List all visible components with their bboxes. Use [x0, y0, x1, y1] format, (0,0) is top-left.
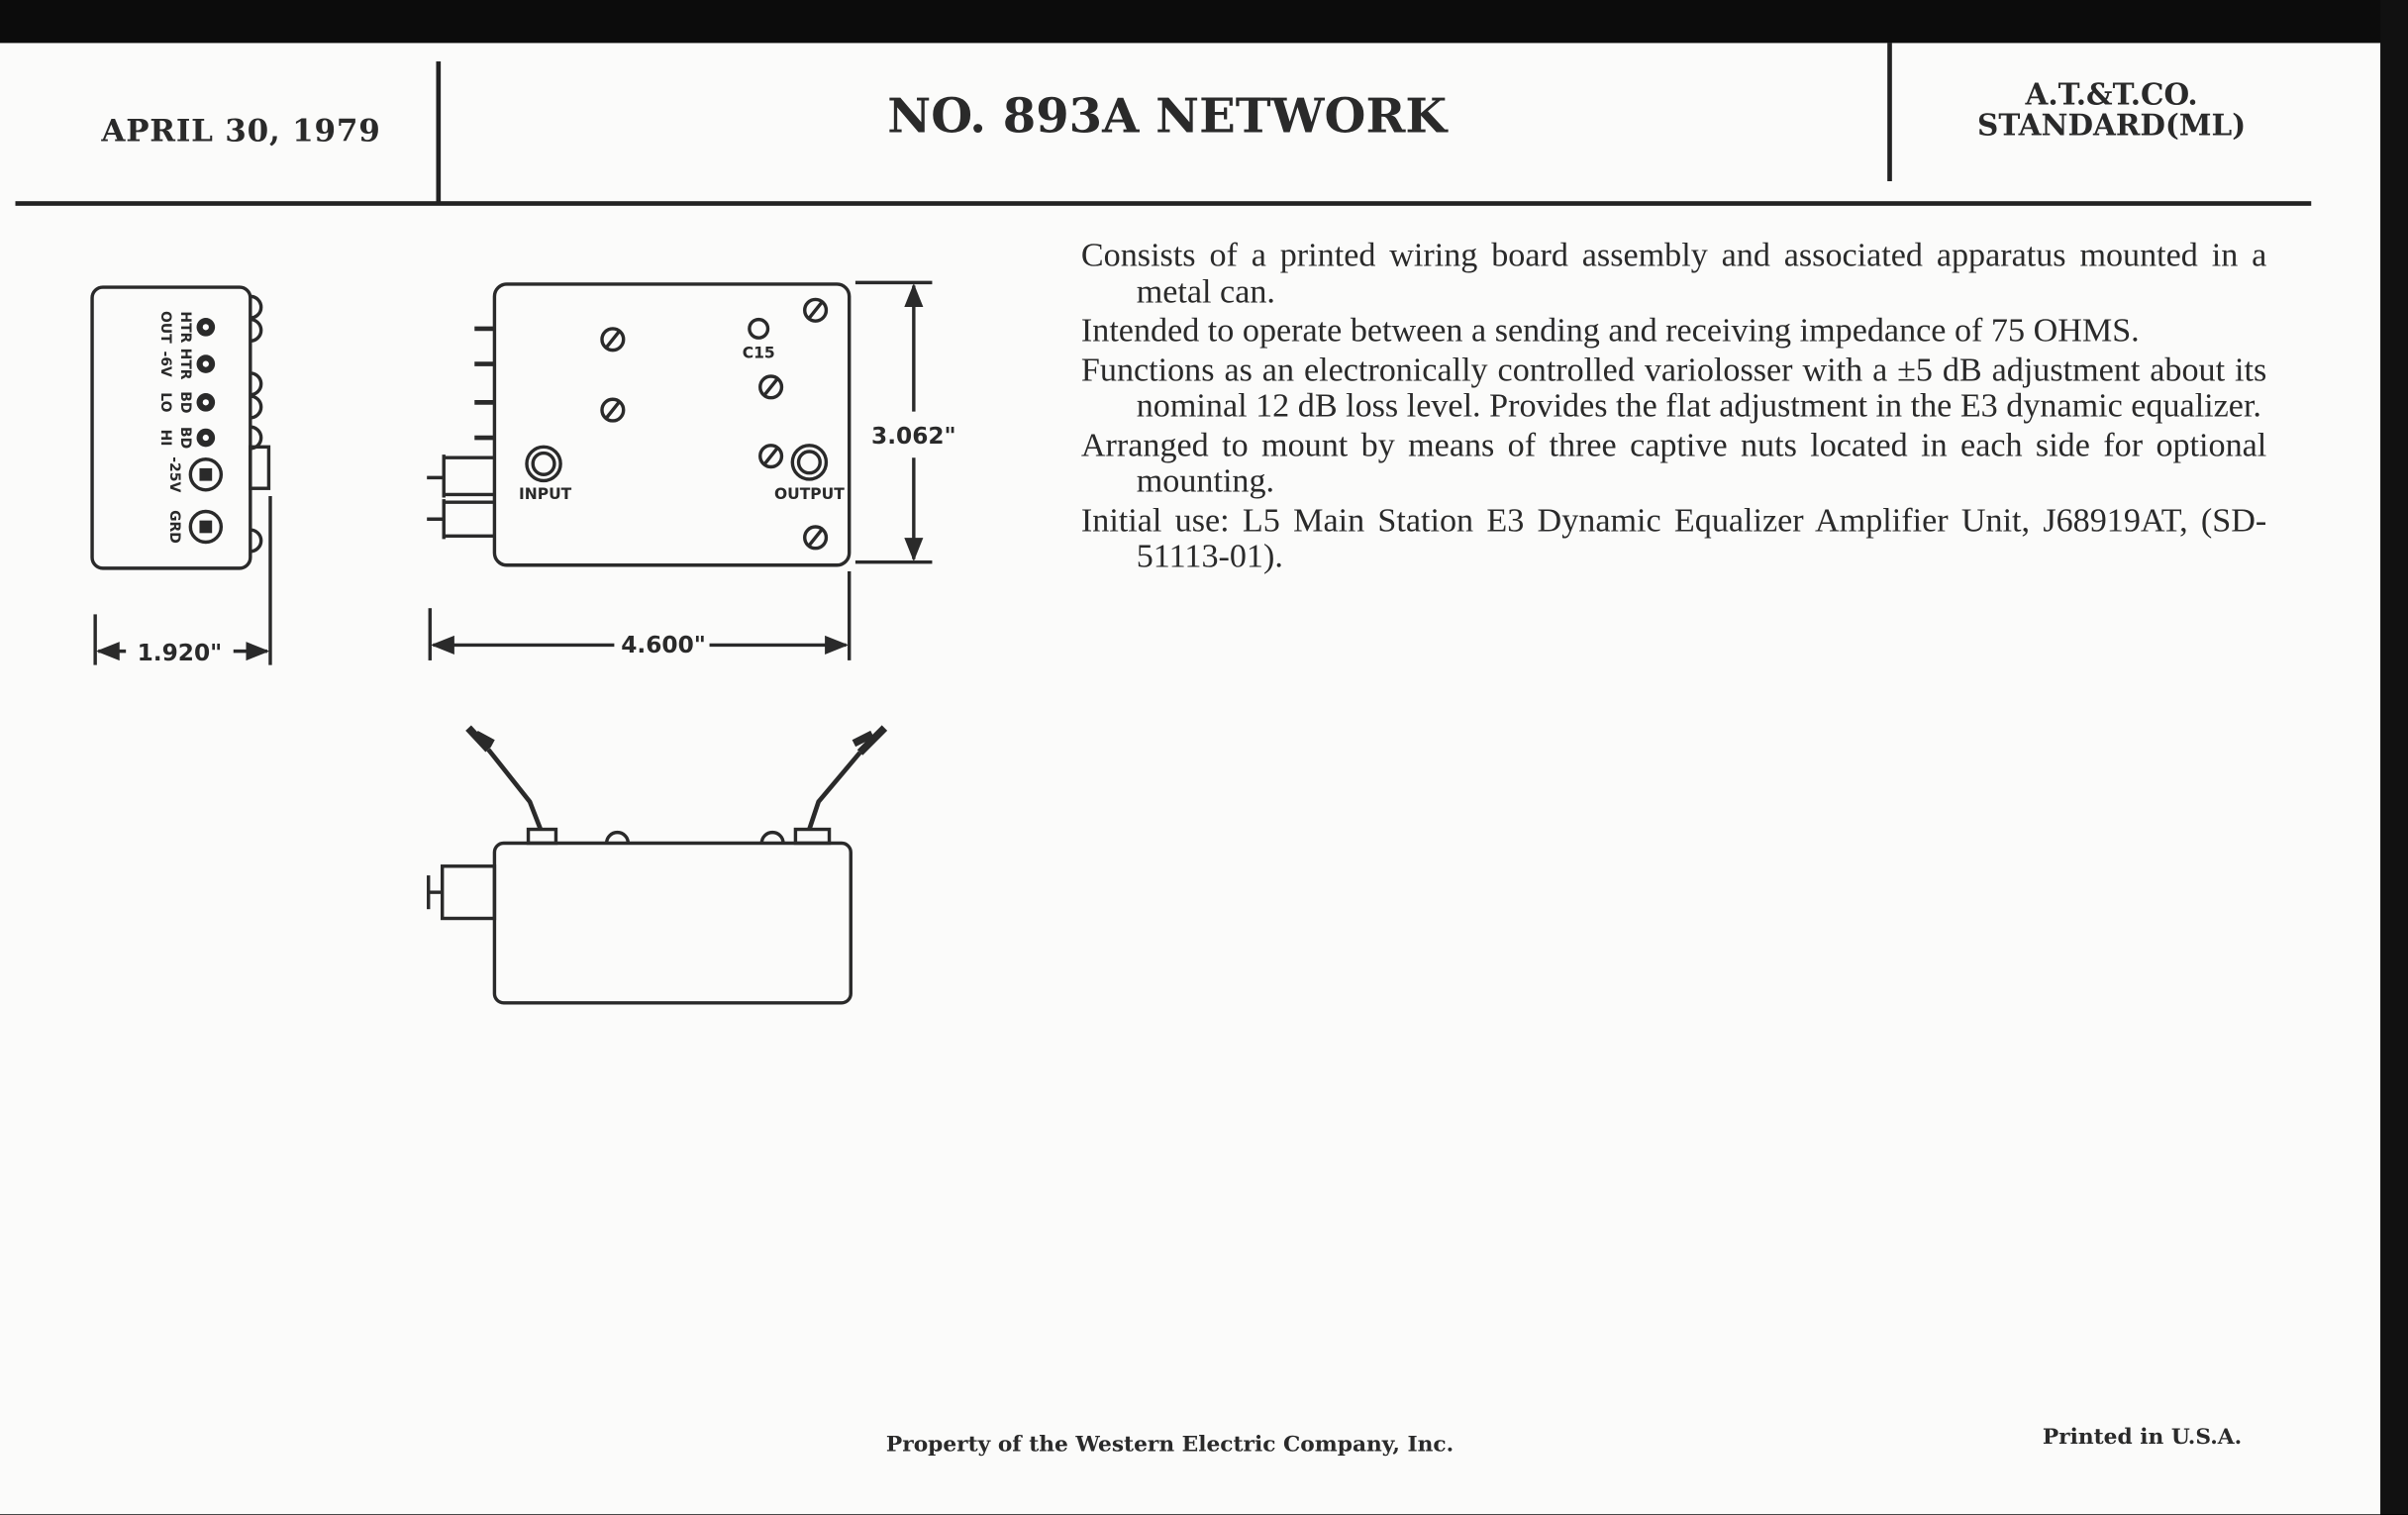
dimension-length: 4.600": [621, 632, 706, 658]
header-rule: [15, 201, 2312, 206]
terminal-label: HTR: [177, 311, 193, 343]
terminal-label: BD: [177, 427, 193, 449]
issue-date: APRIL 30, 1979: [101, 112, 381, 150]
standard-label: STANDARD(ML): [1977, 109, 2247, 144]
terminal-label: LO: [157, 392, 173, 412]
property-notice: Property of the Western Electric Company…: [885, 1433, 1455, 1458]
description-paragraph: Arranged to mount by means of three capt…: [1080, 424, 2267, 500]
page-title: NO. 893A NETWORK: [887, 88, 1448, 145]
company-name: A.T.&T.CO.: [2025, 78, 2198, 113]
output-label: OUTPUT: [774, 485, 845, 503]
header-divider: [436, 61, 442, 203]
terminal-label: HI: [157, 430, 173, 447]
spec-card: [0, 43, 2381, 1515]
scan-border-top: [0, 0, 2408, 47]
scan-border-right: [2380, 0, 2408, 1515]
printed-notice: Printed in U.S.A.: [2042, 1425, 2243, 1451]
description-paragraph: Initial use: L5 Main Station E3 Dynamic …: [1080, 499, 2267, 575]
c15-label: C15: [743, 344, 775, 361]
description-paragraph: Intended to operate between a sending an…: [1080, 310, 2140, 350]
description: Consists of a printed wiring board assem…: [1080, 235, 2267, 577]
power-label: GRD: [166, 510, 182, 544]
input-label: INPUT: [519, 485, 572, 503]
top-view-drawing: C15 INPUT OUTPUT 3.062" 4.600": [427, 280, 956, 660]
description-paragraph: Consists of a printed wiring board assem…: [1080, 235, 2267, 310]
power-label: -25V: [166, 456, 182, 492]
terminal-label: BD: [177, 391, 193, 413]
description-paragraph: Functions as an electronically controlle…: [1080, 349, 2267, 425]
dimension-width: 1.920": [138, 640, 223, 666]
dimension-height: 3.062": [871, 423, 956, 450]
terminal-label: HTR: [177, 349, 193, 380]
side-view-drawing: [427, 725, 888, 1005]
end-view-drawing: HTR OUT HTR -6V BD LO BD HI -25V GRD 1.9…: [90, 285, 272, 666]
terminal-label: OUT: [157, 311, 173, 344]
terminal-label: -6V: [157, 351, 173, 376]
standard-block: A.T.&T.CO. STANDARD(ML): [1951, 80, 2273, 142]
header-divider: [1887, 43, 1892, 182]
